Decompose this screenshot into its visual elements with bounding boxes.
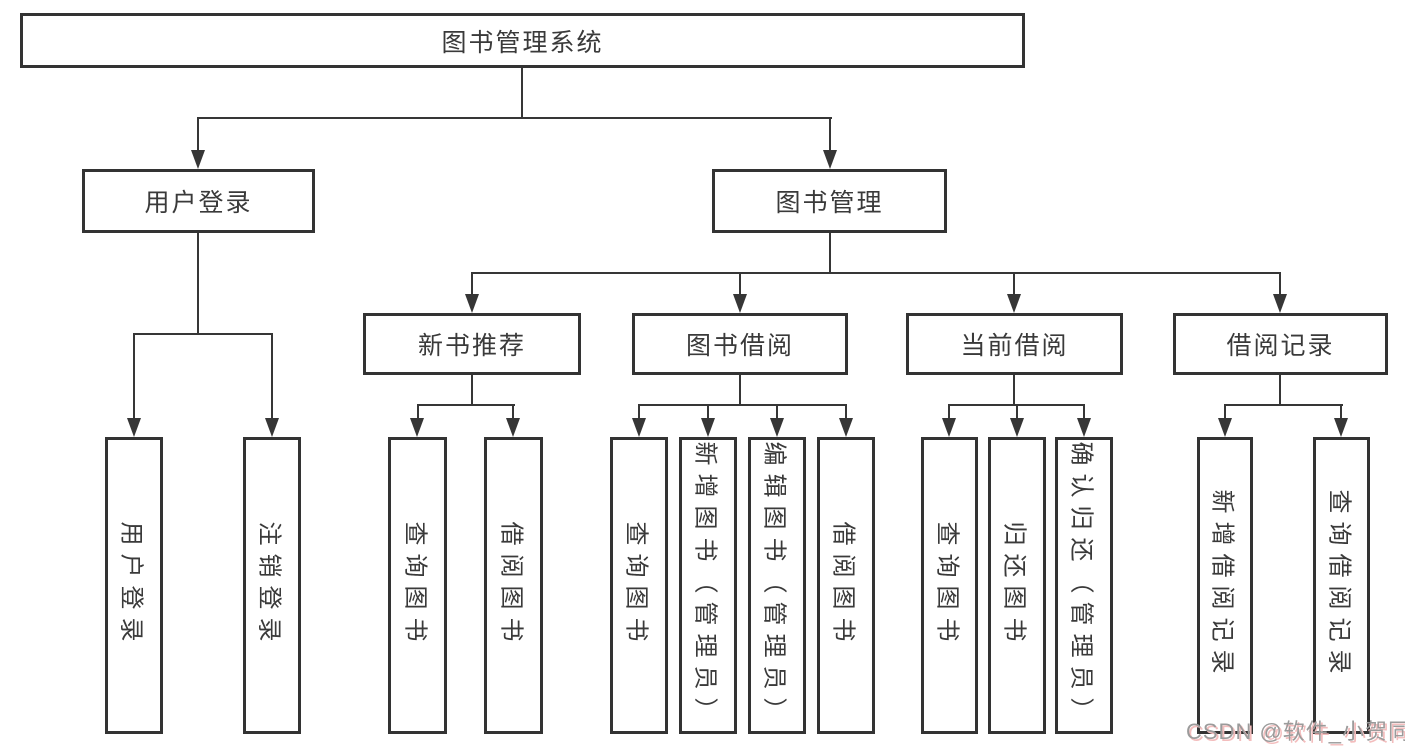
connector-current-borrow-stem bbox=[1013, 375, 1015, 406]
connector-drop-leaf-3 bbox=[417, 404, 419, 420]
connector-drop-leaf-logout bbox=[271, 333, 273, 420]
arrow-leaf-5 bbox=[632, 418, 646, 437]
node-label: 查询图书 bbox=[933, 521, 960, 650]
node-leaf-current-confirm-return-admin: 确认归还（管理员） bbox=[1055, 437, 1113, 734]
arrow-leaf-7 bbox=[770, 418, 784, 437]
node-leaf-current-return-book: 归还图书 bbox=[988, 437, 1046, 734]
connector-level1-split bbox=[197, 117, 832, 119]
node-leaf-borrow-borrow-book: 借阅图书 bbox=[817, 437, 875, 734]
connector-borrow-records-split bbox=[1224, 404, 1343, 406]
arrow-current-borrow bbox=[1007, 294, 1021, 313]
node-label: 当前借阅 bbox=[960, 332, 1069, 360]
arrow-leaf-11 bbox=[1077, 418, 1091, 437]
connector-drop-leaf-11 bbox=[1083, 404, 1085, 420]
node-label: 查询借阅记录 bbox=[1325, 489, 1352, 682]
arrow-borrow-records bbox=[1273, 294, 1287, 313]
node-label: 查询图书 bbox=[622, 521, 650, 650]
arrow-leaf-4 bbox=[506, 418, 520, 437]
node-leaf-logout: 注销登录 bbox=[243, 437, 301, 734]
node-root: 图书管理系统 bbox=[20, 13, 1025, 68]
arrow-book-mgmt bbox=[823, 150, 837, 169]
arrow-leaf-6 bbox=[701, 418, 715, 437]
node-label: 查询图书 bbox=[401, 521, 428, 650]
connector-drop-leaf-user-login bbox=[133, 333, 135, 420]
node-label: 编辑图书（管理员） bbox=[760, 441, 788, 730]
node-label: 用户登录 bbox=[144, 189, 253, 217]
node-label: 归还图书 bbox=[1000, 521, 1028, 650]
arrow-new-books bbox=[465, 294, 479, 313]
connector-book-mgmt-stem bbox=[829, 233, 831, 274]
node-module-new-books: 新书推荐 bbox=[363, 313, 581, 375]
node-leaf-borrow-add-book-admin: 新增图书（管理员） bbox=[679, 437, 737, 734]
node-module-borrow-records: 借阅记录 bbox=[1173, 313, 1388, 375]
connector-book-borrow-split bbox=[638, 404, 847, 406]
node-branch-user-login: 用户登录 bbox=[82, 169, 315, 233]
node-module-book-borrow: 图书借阅 bbox=[632, 313, 848, 375]
arrow-book-borrow bbox=[733, 294, 747, 313]
node-label: 图书借阅 bbox=[685, 332, 794, 360]
connector-drop-leaf-9 bbox=[948, 404, 950, 420]
connector-drop-leaf-13 bbox=[1340, 404, 1342, 420]
node-label: 借阅图书 bbox=[497, 521, 524, 650]
connector-drop-book-mgmt bbox=[829, 117, 831, 153]
node-label: 图书管理 bbox=[775, 189, 884, 217]
arrow-leaf-12 bbox=[1218, 418, 1232, 437]
arrow-leaf-13 bbox=[1334, 418, 1348, 437]
node-leaf-borrow-query-book: 查询图书 bbox=[610, 437, 668, 734]
arrow-leaf-logout bbox=[265, 418, 279, 437]
node-leaf-rec-borrow-book: 借阅图书 bbox=[484, 437, 543, 734]
connector-drop-leaf-8 bbox=[845, 404, 847, 420]
connector-new-books-split bbox=[417, 404, 515, 406]
node-label: 新书推荐 bbox=[417, 332, 526, 360]
node-module-current-borrow: 当前借阅 bbox=[906, 313, 1123, 375]
connector-drop-leaf-10 bbox=[1016, 404, 1018, 420]
connector-drop-book-borrow bbox=[739, 272, 741, 296]
connector-borrow-records-stem bbox=[1279, 375, 1281, 406]
node-label: 新增图书（管理员） bbox=[691, 441, 719, 730]
connector-drop-leaf-5 bbox=[638, 404, 640, 420]
connector-drop-leaf-6 bbox=[707, 404, 709, 420]
arrow-user-login bbox=[191, 150, 205, 169]
connector-root-stem bbox=[521, 68, 523, 119]
connector-drop-borrow-records bbox=[1279, 272, 1281, 296]
node-label: 用户登录 bbox=[117, 521, 145, 650]
watermark: CSDN @软件_小贺同学 bbox=[1186, 719, 1405, 744]
node-leaf-current-query-book: 查询图书 bbox=[921, 437, 978, 734]
connector-user-login-split bbox=[133, 333, 273, 335]
node-leaf-record-query-record: 查询借阅记录 bbox=[1313, 437, 1370, 734]
node-label: 借阅图书 bbox=[829, 521, 857, 650]
node-label: 注销登录 bbox=[255, 521, 283, 650]
connector-user-login-stem bbox=[197, 233, 199, 335]
arrow-leaf-9 bbox=[942, 418, 956, 437]
connector-drop-new-books bbox=[471, 272, 473, 296]
node-label: 图书管理系统 bbox=[441, 28, 604, 57]
arrow-leaf-user-login bbox=[127, 418, 141, 437]
node-leaf-record-add-record: 新增借阅记录 bbox=[1197, 437, 1253, 734]
arrow-leaf-3 bbox=[410, 418, 424, 437]
connector-drop-leaf-12 bbox=[1224, 404, 1226, 420]
node-leaf-borrow-edit-book-admin: 编辑图书（管理员） bbox=[748, 437, 806, 734]
connector-drop-user-login bbox=[197, 117, 199, 153]
connector-drop-leaf-7 bbox=[776, 404, 778, 420]
arrow-leaf-10 bbox=[1010, 418, 1024, 437]
connector-drop-leaf-4 bbox=[512, 404, 514, 420]
node-leaf-rec-query-book: 查询图书 bbox=[388, 437, 447, 734]
node-label: 新增借阅记录 bbox=[1208, 489, 1236, 682]
connector-book-borrow-stem bbox=[739, 375, 741, 406]
connector-drop-current-borrow bbox=[1013, 272, 1015, 296]
arrow-leaf-8 bbox=[839, 418, 853, 437]
node-leaf-user-login: 用户登录 bbox=[105, 437, 163, 734]
connector-new-books-stem bbox=[471, 375, 473, 406]
node-label: 确认归还（管理员） bbox=[1067, 441, 1095, 730]
node-branch-book-mgmt: 图书管理 bbox=[712, 169, 947, 233]
node-label: 借阅记录 bbox=[1226, 332, 1335, 360]
connector-level2-split bbox=[471, 272, 1281, 274]
